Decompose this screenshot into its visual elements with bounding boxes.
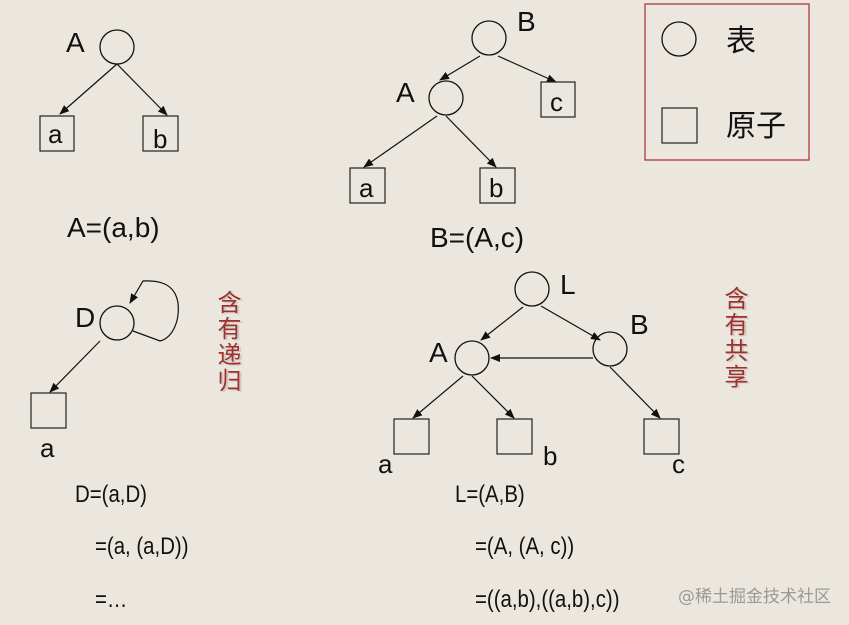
atom-label: a: [359, 173, 374, 203]
atom-label: a: [40, 433, 55, 463]
diagram-d: D a: [30, 280, 179, 463]
formula-b: B=(A,c): [430, 222, 525, 253]
atom-box-b: [142, 115, 179, 152]
list-node-b: [592, 331, 628, 367]
sharing-annotation: 含有共享: [720, 286, 748, 390]
atom-box-b: [479, 167, 516, 204]
node-label-a: A: [66, 27, 85, 58]
atom-box-a: [393, 418, 430, 455]
atom-box-c: [643, 418, 680, 455]
diagram-b: B A c a b: [349, 6, 576, 204]
node-label-d: D: [75, 302, 95, 333]
node-label-a: A: [429, 337, 448, 368]
formula-l-line1: L=(A,B): [455, 481, 525, 508]
node-label-l: L: [560, 269, 576, 300]
node-label-a: A: [396, 77, 415, 108]
formula-d-line2: =(a, (a,D)): [95, 533, 189, 560]
atom-label: b: [153, 124, 167, 154]
atom-box-a: [349, 167, 386, 204]
atom-label: b: [489, 173, 503, 203]
formula-d-line1: D=(a,D): [75, 481, 147, 508]
atom-label: a: [48, 119, 63, 149]
circle-icon: [661, 21, 697, 57]
node-label-b: B: [630, 309, 649, 340]
legend-atom-label: 原子: [726, 109, 786, 144]
legend-list-label: 表: [726, 24, 756, 59]
list-node-l: [514, 271, 550, 307]
square-icon: [661, 107, 698, 144]
list-node-a: [99, 29, 135, 65]
atom-label: b: [543, 441, 557, 471]
atom-box-a: [30, 392, 67, 429]
list-node-a-sub: [428, 80, 464, 116]
watermark: @稀土掘金技术社区: [678, 587, 831, 607]
formula-l-line3: =((a,b),((a,b),c)): [475, 586, 620, 613]
legend-frame: [644, 3, 810, 161]
atom-box-a: [39, 115, 75, 152]
diagram-l: L A B a b c: [378, 269, 685, 479]
atom-box-c: [540, 81, 576, 118]
list-node-a: [454, 340, 490, 376]
atom-box-b: [496, 418, 533, 455]
atom-label: c: [550, 87, 563, 117]
list-node-b: [471, 20, 507, 56]
legend: 表 原子: [644, 3, 810, 161]
atom-label: a: [378, 449, 393, 479]
atom-label: c: [672, 449, 685, 479]
node-label-b: B: [517, 6, 536, 37]
self-reference-arrow: [129, 280, 179, 342]
list-node-d: [99, 305, 135, 341]
formula-l-line2: =(A, (A, c)): [475, 533, 575, 560]
diagram-a: A a b: [39, 27, 179, 154]
recursion-annotation: 含有递归: [213, 290, 241, 394]
formula-a: A=(a,b): [67, 212, 160, 243]
formula-d-line3: =…: [95, 586, 128, 613]
